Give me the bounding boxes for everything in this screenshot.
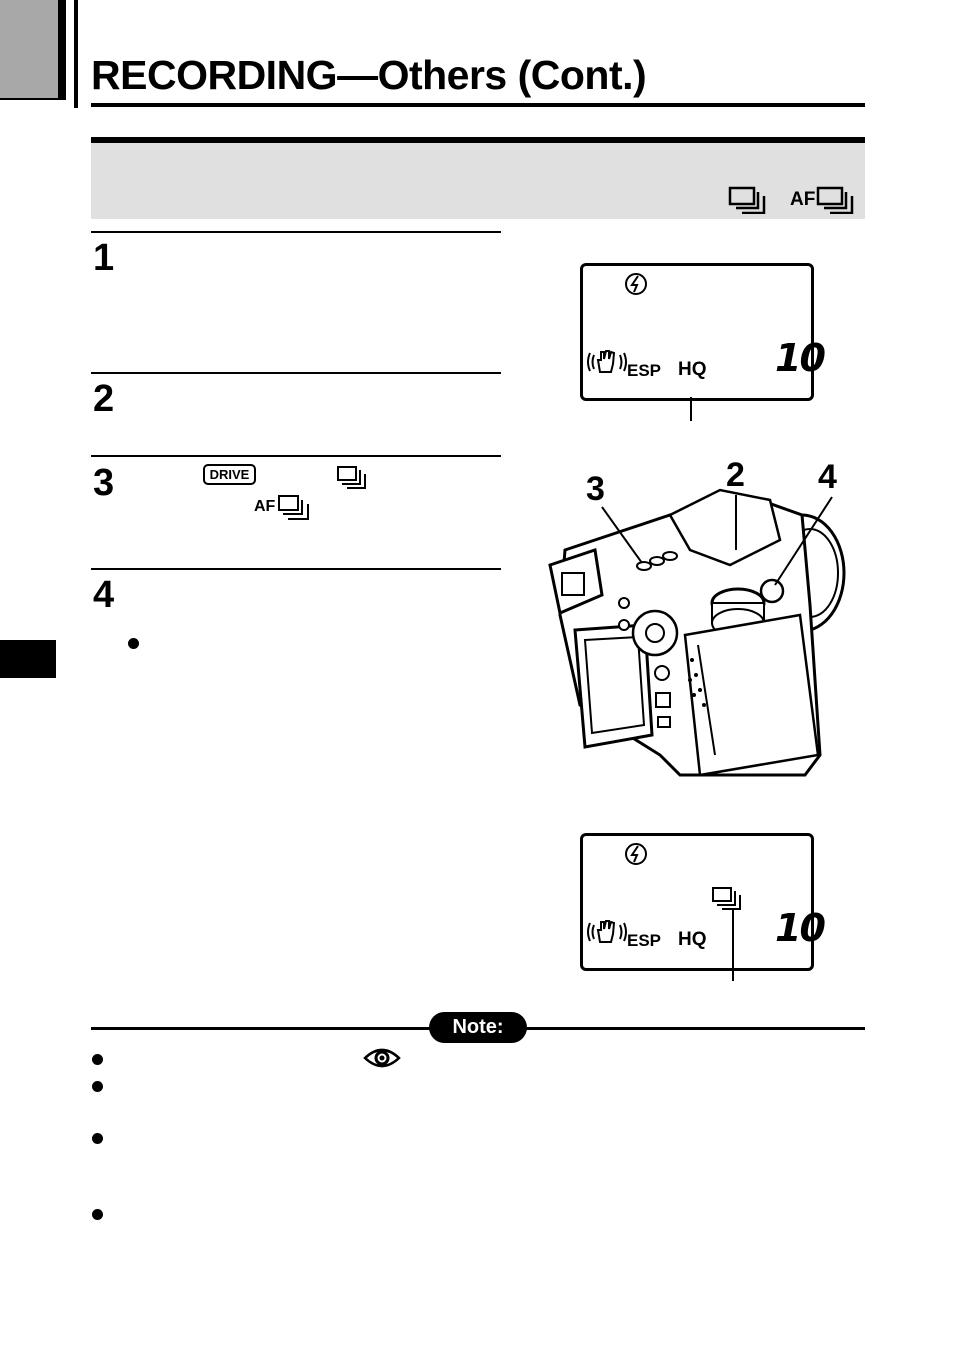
note-bullet-4 <box>92 1209 103 1220</box>
chapter-tab-rule <box>74 0 78 108</box>
page-title: RECORDING—Others (Cont.) <box>91 52 647 98</box>
callout-4: 4 <box>818 458 837 496</box>
chapter-tab <box>0 0 66 100</box>
image-stabilizer-icon <box>587 350 627 373</box>
note-bullet-1 <box>92 1054 103 1065</box>
flash-off-icon <box>625 843 647 865</box>
callout-3: 3 <box>586 470 605 508</box>
sequential-shooting-icon <box>728 186 766 214</box>
red-eye-reduction-icon <box>363 1048 401 1068</box>
lcd-panel-bottom: ESP HQ 10 <box>580 833 826 971</box>
step-4-number: 4 <box>93 574 115 616</box>
frame-count: 10 <box>775 336 826 380</box>
step-3-number: 3 <box>93 462 115 504</box>
step-1-rule <box>91 231 501 233</box>
step-2-rule <box>91 372 501 374</box>
section-header-band <box>91 137 865 219</box>
note-bullet-3 <box>92 1133 103 1144</box>
af-label: AF <box>790 189 816 210</box>
step-1-number: 1 <box>93 237 115 279</box>
step-4-rule <box>91 568 501 570</box>
step-4-bullet <box>128 638 139 649</box>
section-tab <box>0 640 56 678</box>
af-label: AF <box>254 498 276 515</box>
title-rule <box>91 103 865 107</box>
metering-mode-label: ESP <box>627 931 662 950</box>
af-sequential-shooting-icon <box>816 186 854 214</box>
note-label: Note: <box>429 1012 527 1043</box>
step-3-rule <box>91 455 501 457</box>
metering-mode-label: ESP <box>627 361 662 380</box>
lcd-leader-line <box>690 397 692 421</box>
quality-label: HQ <box>678 929 707 950</box>
flash-off-icon <box>625 273 647 295</box>
sequential-shooting-icon <box>712 887 741 910</box>
lcd-leader-line <box>732 908 734 981</box>
step-2-number: 2 <box>93 378 115 420</box>
image-stabilizer-icon <box>587 920 627 943</box>
camera-illustration <box>548 488 846 777</box>
lcd-panel-top: ESP HQ 10 <box>580 263 826 401</box>
sequential-shooting-icon <box>337 466 366 489</box>
note-bullet-2 <box>92 1081 103 1092</box>
drive-button-icon: DRIVE <box>203 464 256 485</box>
af-sequential-shooting-icon <box>278 495 309 520</box>
frame-count: 10 <box>775 906 826 950</box>
callout-2: 2 <box>726 456 745 494</box>
quality-label: HQ <box>678 359 707 380</box>
